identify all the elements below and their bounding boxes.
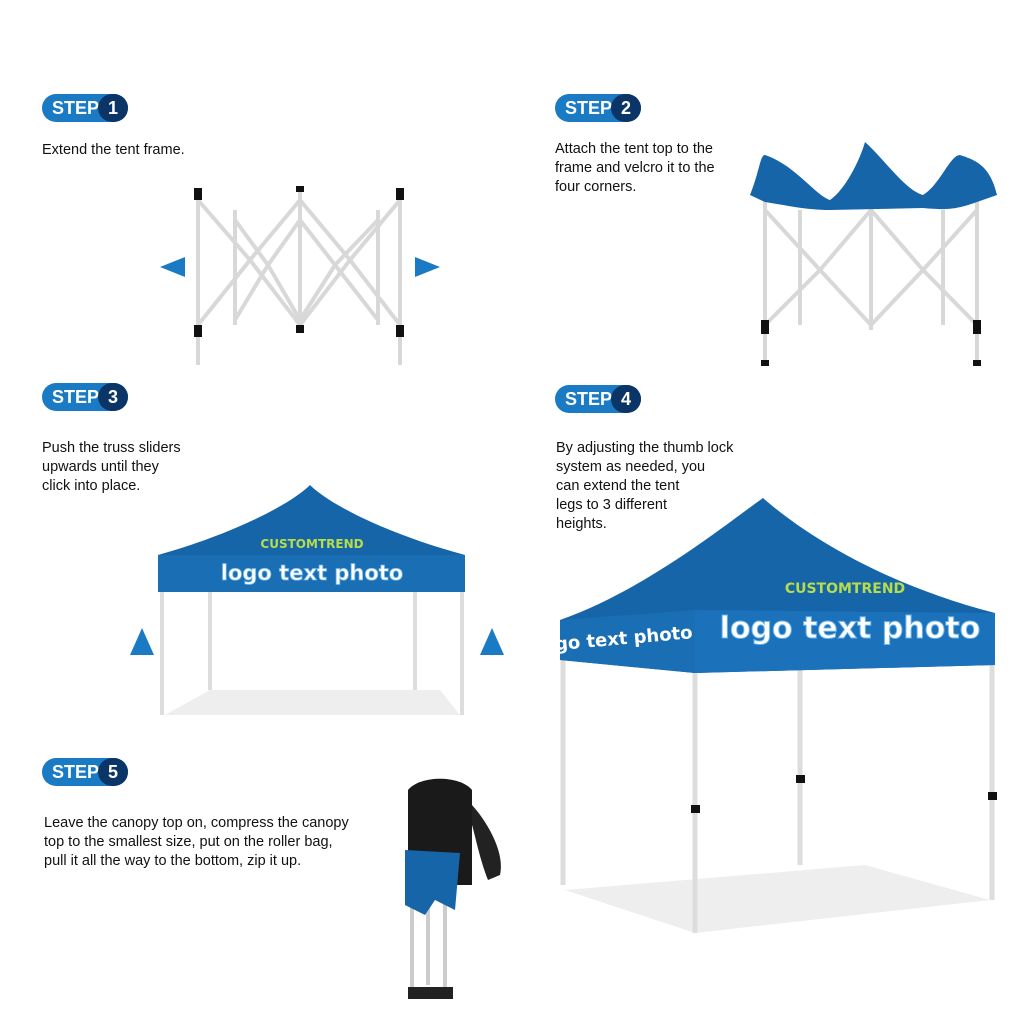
arrow-up-icon: [480, 628, 504, 655]
frame-with-canopy-illustration: [750, 142, 997, 366]
step-number: 4: [611, 385, 641, 413]
roller-bag-illustration: [405, 778, 501, 999]
step-number: 5: [98, 758, 128, 786]
expanded-frame-illustration: [160, 186, 440, 365]
step-1-text: Extend the tent frame.: [42, 142, 185, 158]
step-5-text: Leave the canopy top on, compress the ca…: [44, 815, 349, 869]
arrow-up-icon: [130, 628, 154, 655]
raised-tent-illustration: CUSTOMTREND logo text photo: [130, 485, 504, 715]
step-label: STEP: [52, 761, 100, 782]
canopy-slogan-print: logo text photo: [720, 611, 981, 646]
step-3-text: Push the truss sliders upwards until the…: [42, 440, 181, 494]
canopy-slogan-print: logo text photo: [221, 561, 403, 585]
canopy-brand-print: CUSTOMTREND: [785, 581, 905, 597]
arrow-left-icon: [160, 257, 185, 277]
canopy-top: [750, 142, 997, 210]
step-label: STEP: [52, 386, 100, 407]
step-number: 2: [611, 94, 641, 122]
step-number: 1: [98, 94, 128, 122]
step-2-text: Attach the tent top to the frame and vel…: [555, 141, 715, 195]
step-4-text: By adjusting the thumb lock system as ne…: [556, 440, 734, 532]
step-number: 3: [98, 383, 128, 411]
step-label: STEP: [565, 97, 613, 118]
step-label: STEP: [565, 388, 613, 409]
arrow-right-icon: [415, 257, 440, 277]
step-label: STEP: [52, 97, 100, 118]
canopy-brand-print: CUSTOMTREND: [260, 537, 363, 551]
full-height-tent-illustration: CUSTOMTREND logo text photo logo text ph…: [536, 498, 997, 933]
